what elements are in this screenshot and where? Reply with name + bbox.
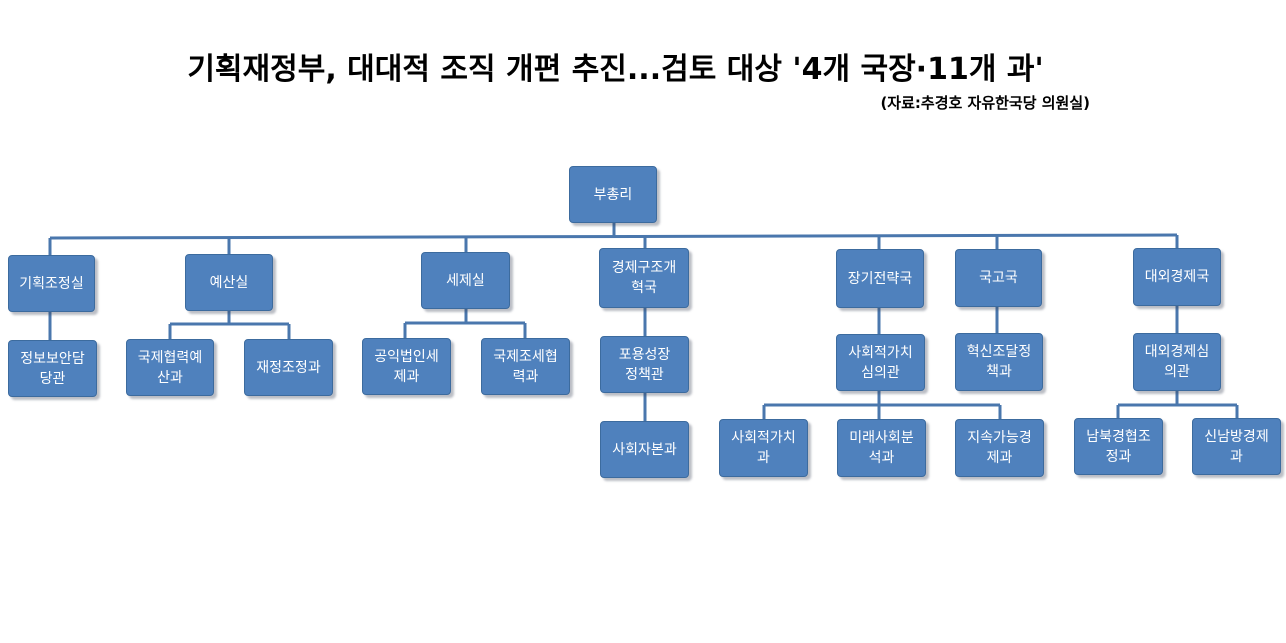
node-unit-label: 남북경협조 정과	[1086, 428, 1151, 465]
node-root: 부총리	[569, 166, 657, 223]
node-dept: 대외경제국	[1133, 248, 1221, 306]
node-unit-label: 국제협력예 산과	[137, 349, 203, 386]
node-dept: 국고국	[955, 249, 1042, 307]
node-dept-label: 기획조정실	[19, 275, 84, 292]
node-unit: 재정조정과	[244, 339, 333, 396]
node-unit: 정보보안담 당관	[8, 340, 97, 397]
node-dept-label: 국고국	[979, 270, 1018, 286]
node-unit-label: 혁신조달정 책과	[966, 344, 1032, 380]
node-unit: 혁신조달정 책과	[955, 333, 1043, 391]
node-dept-label: 대외경제국	[1144, 269, 1210, 285]
node-unit: 사회자본과	[600, 421, 689, 478]
node-unit-label: 사회적가치 과	[731, 430, 796, 466]
node-dept: 경제구조개 혁국	[599, 248, 689, 308]
node-unit: 사회적가치 심의관	[836, 334, 925, 391]
chart-title: 기획재정부, 대대적 조직 개편 추진...검토 대상 '4개 국장·11개 과…	[0, 44, 1286, 88]
node-unit-label: 포용성장 정책관	[618, 346, 671, 383]
node-unit-label: 공익법인세 제과	[374, 348, 439, 385]
node-unit-label: 사회적가치 심의관	[848, 344, 913, 381]
node-root-label: 부총리	[593, 186, 633, 203]
node-unit: 국제조세협 력과	[481, 338, 570, 395]
node-unit: 국제협력예 산과	[126, 339, 214, 396]
node-unit-label: 지속가능경 제과	[967, 430, 1032, 466]
node-unit-label: 국제조세협 력과	[493, 348, 558, 385]
node-unit: 사회적가치 과	[719, 419, 808, 477]
node-unit: 지속가능경 제과	[955, 419, 1044, 477]
node-unit-label: 재정조정과	[256, 359, 321, 376]
node-dept-label: 예산실	[209, 274, 249, 291]
node-dept-label: 경제구조개 혁국	[611, 260, 677, 296]
node-dept-label: 세제실	[446, 272, 485, 289]
node-unit-label: 신남방경제 과	[1204, 428, 1269, 465]
node-unit: 신남방경제 과	[1192, 418, 1281, 475]
node-unit-label: 대외경제심 의관	[1144, 344, 1210, 380]
node-dept: 세제실	[421, 252, 510, 309]
node-unit: 공익법인세 제과	[362, 338, 451, 395]
node-dept-label: 장기전략국	[847, 270, 913, 287]
node-unit-label: 사회자본과	[612, 441, 677, 458]
node-dept: 예산실	[185, 254, 273, 311]
chart-title-text: 기획재정부, 대대적 조직 개편 추진...검토 대상 '4개 국장·11개 과…	[187, 52, 1044, 87]
node-unit-label: 미래사회분 석과	[849, 430, 914, 466]
node-dept: 기획조정실	[8, 255, 95, 312]
node-unit-label: 정보보안담 당관	[20, 350, 85, 387]
node-unit: 대외경제심 의관	[1133, 333, 1221, 391]
source-note: (자료:추경호 자유한국당 의원실)	[880, 94, 1090, 112]
node-dept: 장기전략국	[836, 249, 924, 308]
node-unit: 미래사회분 석과	[837, 419, 926, 477]
node-unit: 남북경협조 정과	[1074, 418, 1163, 475]
node-unit: 포용성장 정책관	[600, 336, 689, 393]
